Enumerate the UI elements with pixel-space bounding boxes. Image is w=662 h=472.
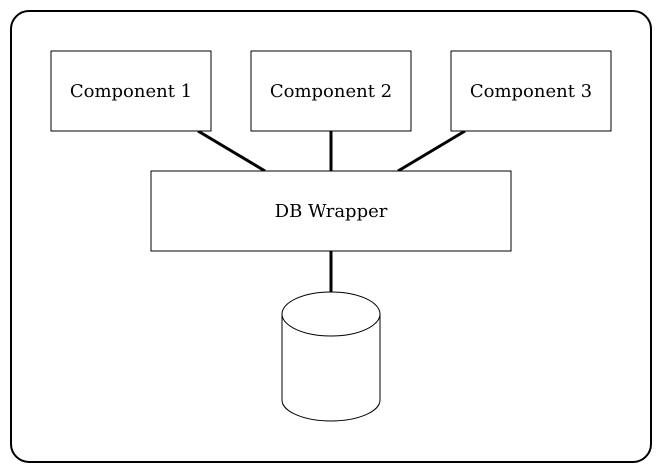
- database-cylinder-icon: [281, 291, 381, 422]
- component-3-label: Component 3: [469, 80, 593, 102]
- component-2-label: Component 2: [269, 80, 393, 102]
- connector-component-1-wrapper: [197, 129, 266, 173]
- component-3-box: [450, 50, 612, 132]
- component-1-label: Component 1: [69, 80, 193, 102]
- component-1-box: [50, 50, 212, 132]
- component-2-box: [250, 50, 412, 132]
- db-wrapper-box: [150, 170, 512, 252]
- connector-component-3-wrapper: [397, 129, 466, 173]
- db-wrapper-label: DB Wrapper: [274, 200, 388, 222]
